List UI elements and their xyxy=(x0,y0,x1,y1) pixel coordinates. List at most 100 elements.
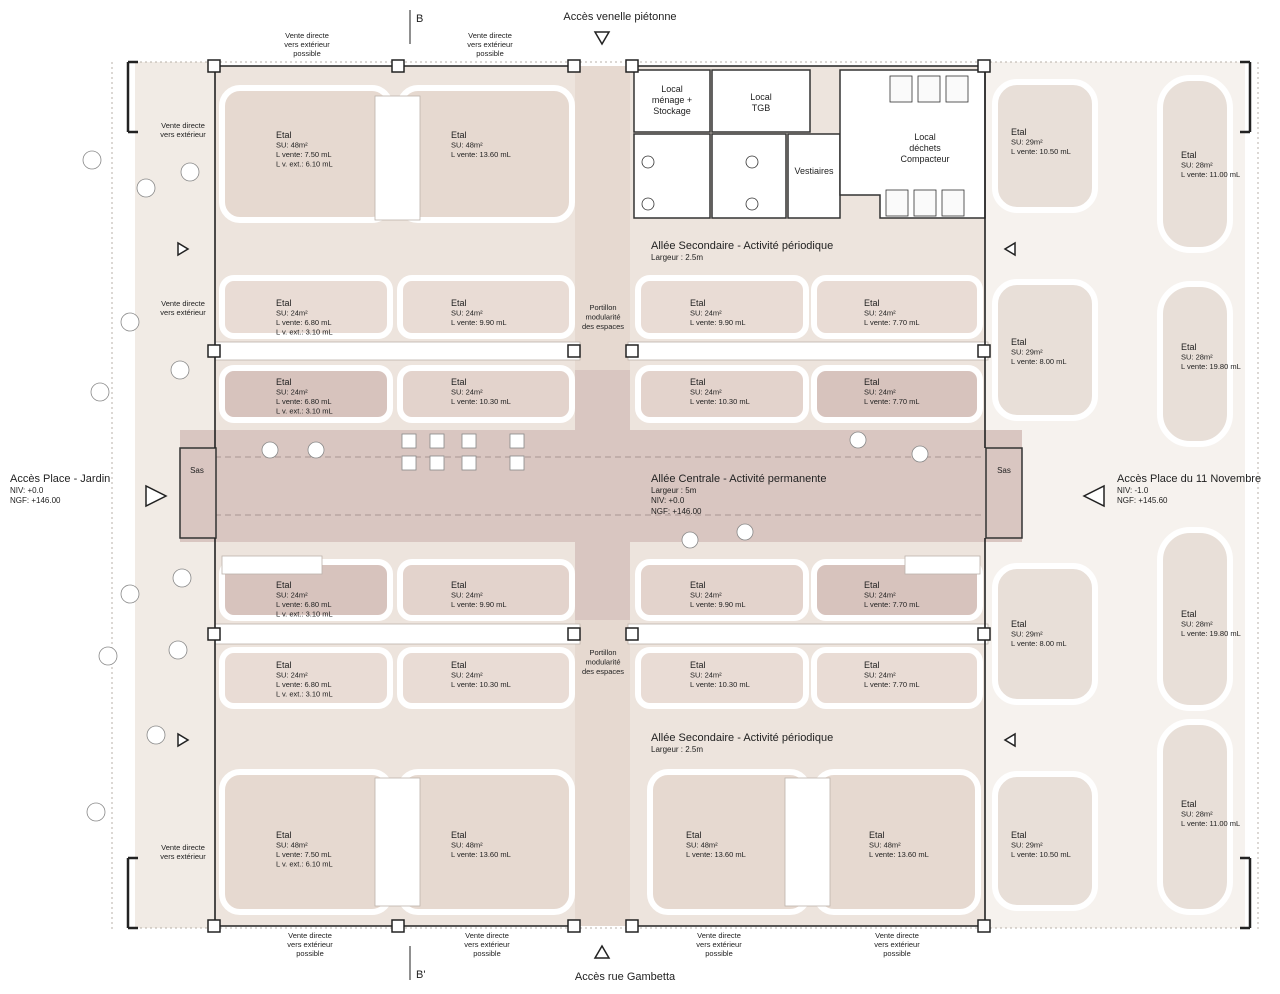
arrow-right-icon xyxy=(1082,484,1105,508)
access-top: Accès venelle piétonne xyxy=(563,11,676,23)
label-line: SU: 24m² xyxy=(276,388,308,397)
label-line: L vente: 10.30 mL xyxy=(451,397,511,406)
label-line: SU: 24m² xyxy=(451,388,483,397)
room-label: Vestiaires xyxy=(794,166,834,176)
label-line: L vente: 6.80 mL xyxy=(276,600,332,609)
stall-r3-d xyxy=(811,559,983,621)
label-line: L vente: 10.30 mL xyxy=(690,397,750,406)
label-line: L v. ext.: 6.10 mL xyxy=(276,160,333,169)
arrow-left-icon xyxy=(145,484,168,508)
label-line: SU: 28m² xyxy=(1181,810,1213,819)
label-line: modularité xyxy=(585,658,620,667)
section-marker-bottom: B' xyxy=(416,969,425,981)
label-line: Etal xyxy=(690,580,706,590)
label-line: Etal xyxy=(1011,127,1027,137)
aisle-labels: Allée Secondaire - Activité périodique L… xyxy=(651,240,833,754)
label-line: SU: 24m² xyxy=(451,671,483,680)
label-line: SU: 24m² xyxy=(690,671,722,680)
label-line: L vente: 10.50 mL xyxy=(1011,850,1071,859)
label-line: vers extérieur xyxy=(467,40,513,49)
label-line: Etal xyxy=(451,130,467,140)
label-line: possible xyxy=(476,49,504,58)
label-line: Etal xyxy=(451,377,467,387)
label-line: Etal xyxy=(869,830,885,840)
label-line: SU: 24m² xyxy=(276,591,308,600)
section-marker-top: B xyxy=(416,13,423,25)
label-line: L vente: 10.30 mL xyxy=(690,680,750,689)
aisle-central-width: Largeur : 5m xyxy=(651,486,697,495)
label-line: vers extérieur xyxy=(160,130,206,139)
aisle-secondary-bottom-name: Allée Secondaire - Activité périodique xyxy=(651,732,833,744)
stall-bottom-b xyxy=(397,769,575,915)
label-line: L vente: 8.00 mL xyxy=(1011,639,1067,648)
label-line: L vente: 13.60 mL xyxy=(451,850,511,859)
stall-far-4 xyxy=(1157,719,1233,915)
label-line: SU: 48m² xyxy=(451,841,483,850)
label-line: Local xyxy=(750,92,772,102)
label-line: vers extérieur xyxy=(464,940,510,949)
label-line: L vente: 7.70 mL xyxy=(864,318,920,327)
label-line: SU: 24m² xyxy=(690,309,722,318)
label-line: TGB xyxy=(752,103,771,113)
arrow-top-icon xyxy=(593,31,611,46)
stall-r4-a xyxy=(219,647,393,709)
stall-r4-c xyxy=(635,647,809,709)
label-line: Etal xyxy=(864,298,880,308)
access-left-2: NIV: +0.0 xyxy=(10,486,44,495)
label-line: SU: 24m² xyxy=(864,388,896,397)
access-bottom: Accès rue Gambetta xyxy=(575,971,676,983)
label-line: déchets xyxy=(909,143,941,153)
label-line: L v. ext.: 6.10 mL xyxy=(276,860,333,869)
arrow-bottom-icon xyxy=(593,944,611,959)
label-line: vers extérieur xyxy=(287,940,333,949)
label-line: L vente: 9.90 mL xyxy=(451,600,507,609)
label-line: SU: 48m² xyxy=(276,141,308,150)
label-line: vers extérieur xyxy=(160,852,206,861)
label-line: Etal xyxy=(690,377,706,387)
label-line: L vente: 9.90 mL xyxy=(690,600,746,609)
sas-left: Sas xyxy=(190,466,204,475)
label-line: vers extérieur xyxy=(284,40,330,49)
stall-far-1 xyxy=(1157,75,1233,253)
label-line: SU: 48m² xyxy=(451,141,483,150)
label-line: possible xyxy=(473,949,501,958)
stall-r2-d xyxy=(811,365,983,423)
label-line: SU: 24m² xyxy=(276,309,308,318)
stall-r1-b xyxy=(397,275,575,339)
aisle-central-ngf: NGF: +146.00 xyxy=(651,507,702,516)
stall-far-3 xyxy=(1157,527,1233,711)
label-line: Etal xyxy=(864,377,880,387)
stall-r4-d xyxy=(811,647,983,709)
stall-far-2 xyxy=(1157,281,1233,447)
aisle-central-niv: NIV: +0.0 xyxy=(651,496,685,505)
label-line: Etal xyxy=(864,660,880,670)
label-line: L vente: 6.80 mL xyxy=(276,318,332,327)
stall-r1-c xyxy=(635,275,809,339)
stall-east-2 xyxy=(992,279,1098,421)
label-line: Vente directe xyxy=(288,931,332,940)
label-line: L vente: 10.30 mL xyxy=(451,680,511,689)
label-line: vers extérieur xyxy=(696,940,742,949)
label-line: L vente: 7.70 mL xyxy=(864,397,920,406)
sas-right: Sas xyxy=(997,466,1011,475)
label-line: SU: 29m² xyxy=(1011,841,1043,850)
label-line: SU: 48m² xyxy=(686,841,718,850)
access-arrows xyxy=(145,31,1105,959)
label-line: SU: 24m² xyxy=(864,591,896,600)
label-line: L vente: 19.80 mL xyxy=(1181,362,1241,371)
